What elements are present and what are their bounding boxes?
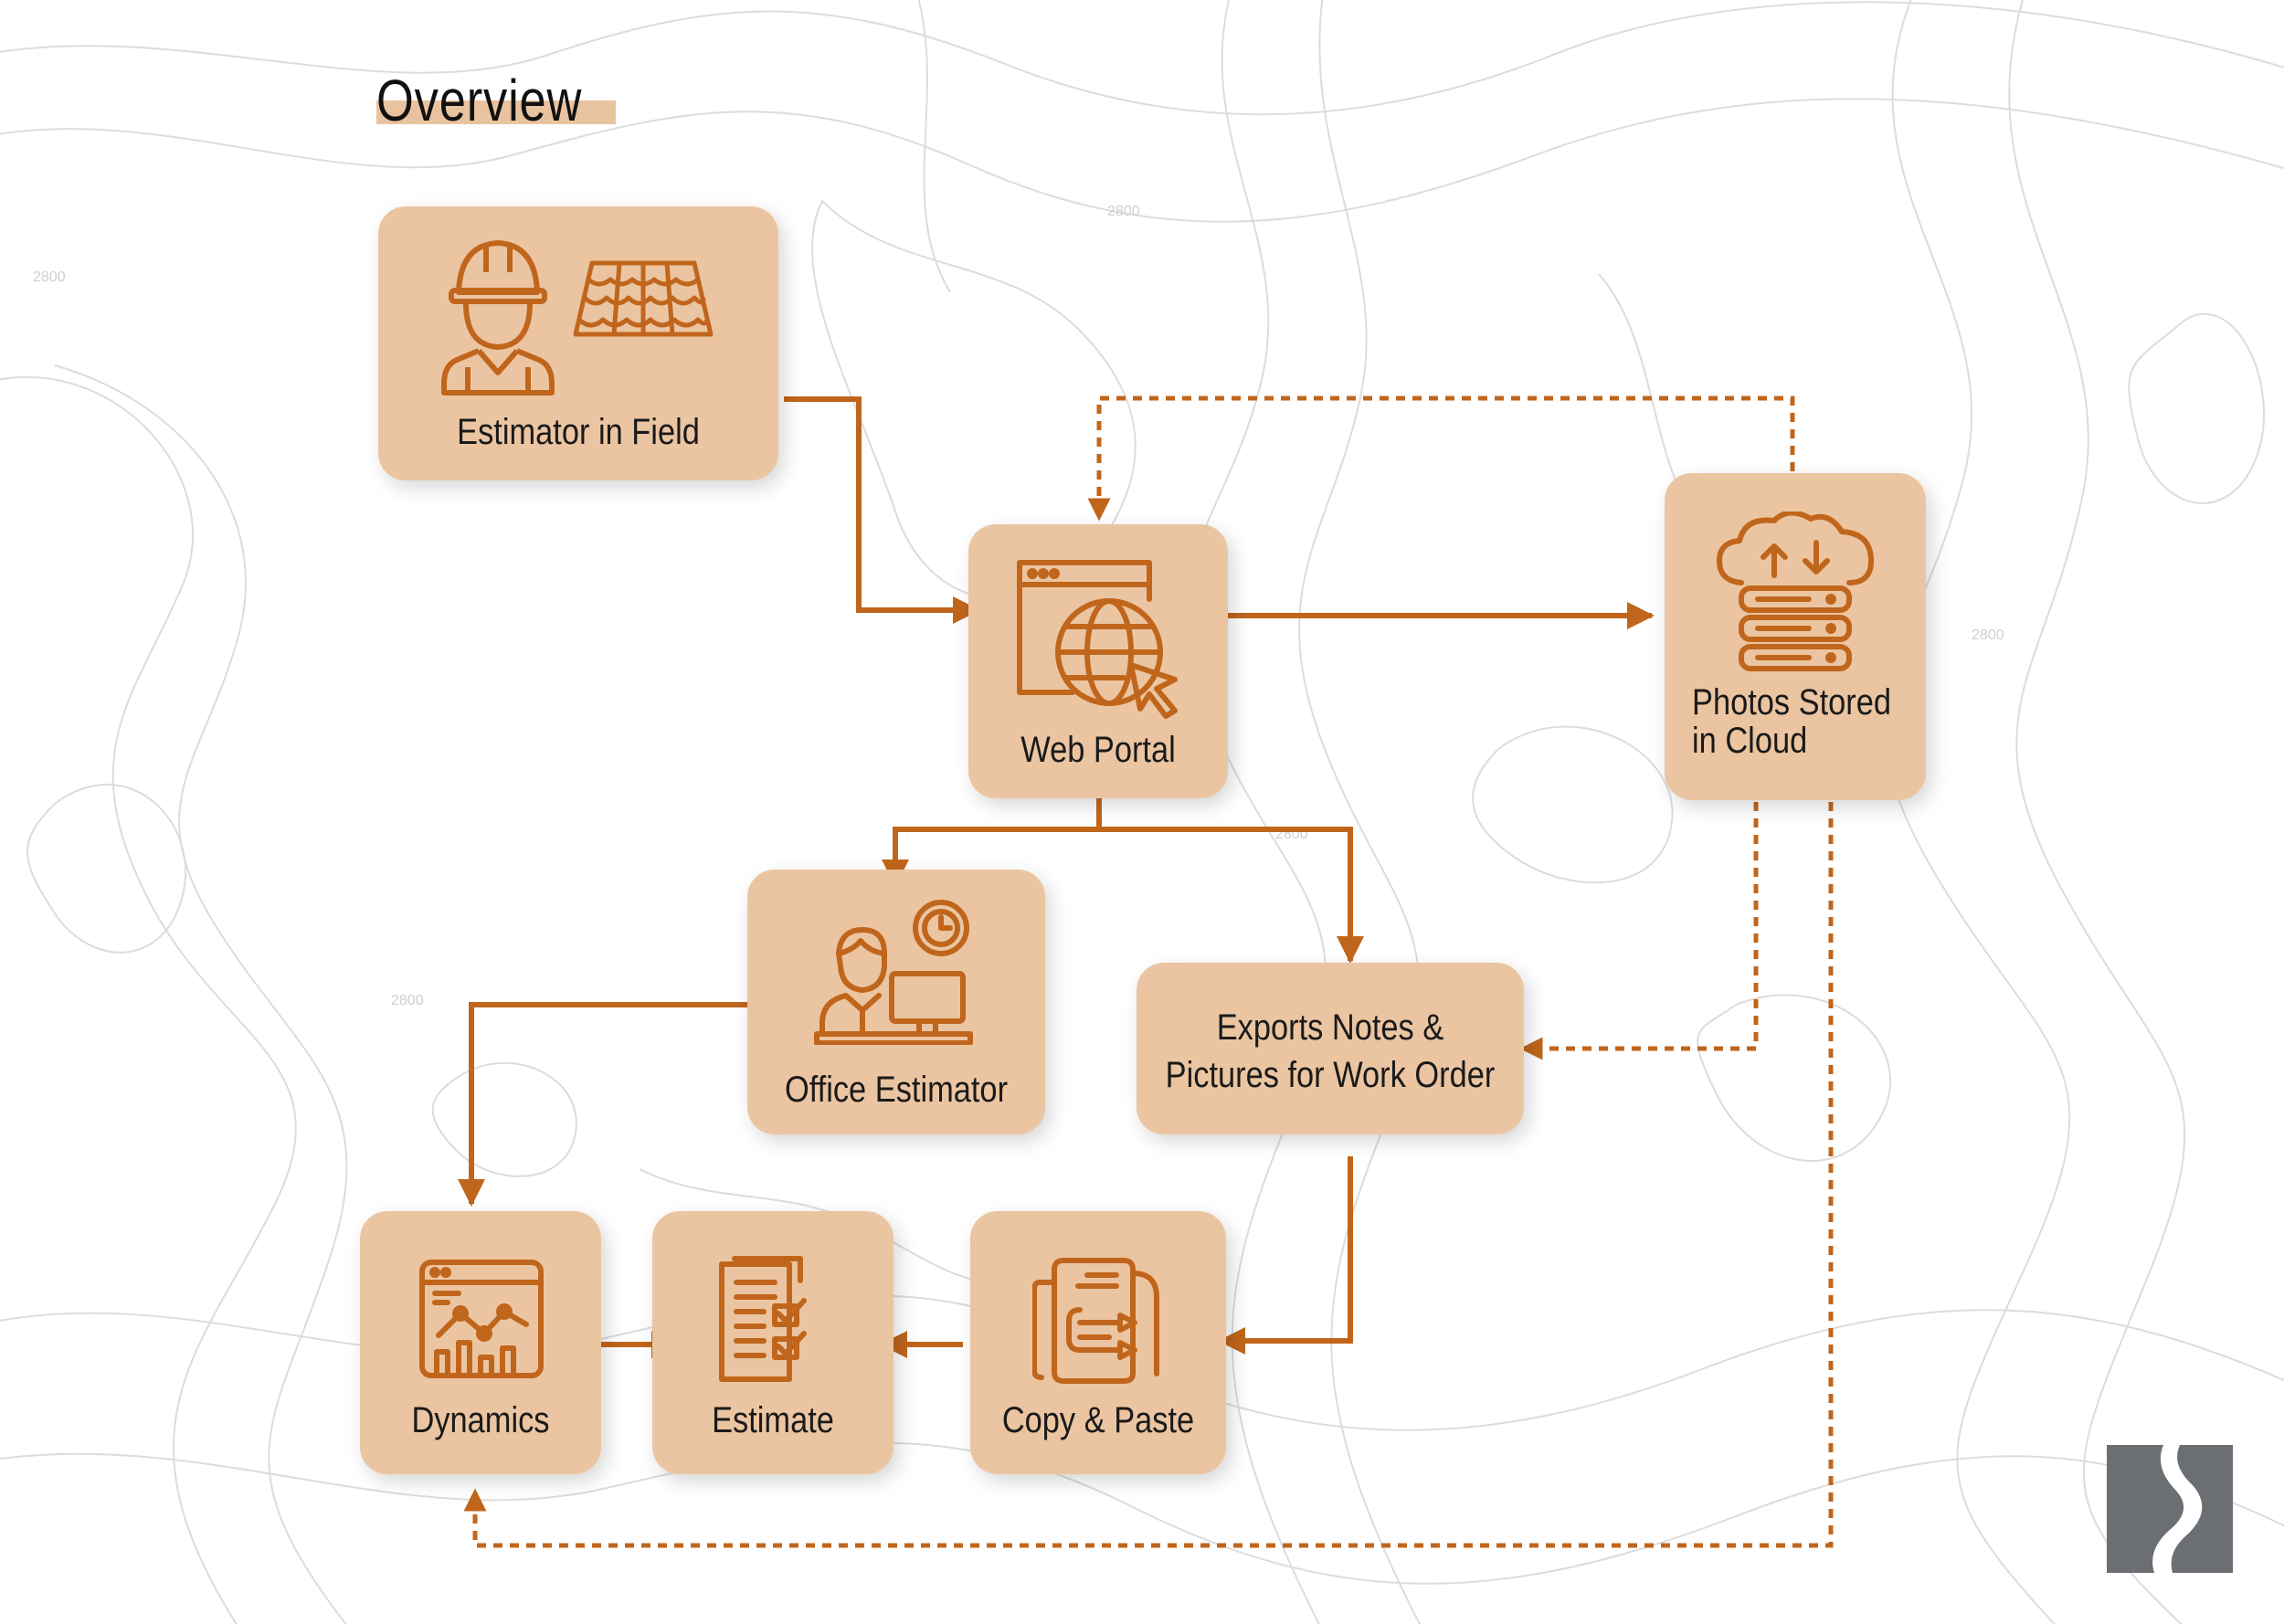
node-web-portal: Web Portal	[968, 524, 1228, 798]
arrow-portal-to-office	[882, 793, 1102, 887]
node-exports-notes-pictures: Exports Notes & Pictures for Work Order	[1137, 963, 1524, 1134]
arrow-exports-to-copy	[1218, 1156, 1353, 1355]
title-highlight	[376, 100, 616, 124]
node-office-estimator: Office Estimator	[747, 870, 1045, 1134]
node-estimator-in-field: Estimator in Field	[378, 206, 778, 480]
page-title: Overview	[376, 68, 583, 133]
arrow-office-to-dynamics	[458, 1002, 751, 1207]
road-logo-icon	[2107, 1445, 2233, 1573]
node-label: Estimate	[712, 1400, 834, 1440]
node-label: Web Portal	[1020, 730, 1176, 770]
contour-label: 2800	[1972, 627, 2004, 643]
arrow-field-to-portal	[784, 396, 980, 624]
node-label: Estimator in Field	[457, 412, 700, 452]
node-label: Copy & Paste	[1001, 1400, 1195, 1440]
node-photos-stored-in-cloud: Photos Stored in Cloud	[1665, 473, 1926, 800]
cloud-server-icon	[1717, 511, 1874, 671]
node-label-line1: Exports Notes &	[1216, 1007, 1444, 1048]
office-worker-clock-icon	[814, 900, 973, 1045]
arrow-portal-to-exports	[1099, 827, 1364, 964]
copy-documents-icon	[1032, 1258, 1159, 1384]
worker-hardhat-icon	[441, 240, 555, 395]
node-dynamics: Dynamics	[360, 1211, 601, 1474]
node-label: Office Estimator	[784, 1070, 1009, 1110]
roof-tiles-icon	[573, 260, 714, 337]
node-label-line2: in Cloud	[1692, 721, 1808, 761]
dashed-arrow-cloud-to-portal	[1087, 395, 1795, 522]
contour-label: 2800	[391, 993, 424, 1008]
node-label-line1: Photos Stored	[1692, 682, 1892, 722]
node-copy-paste: Copy & Paste	[970, 1211, 1226, 1474]
node-estimate: Estimate	[652, 1211, 894, 1474]
checklist-document-icon	[719, 1256, 807, 1382]
contour-label: 2800	[1107, 204, 1140, 219]
title-block: Overview	[376, 64, 628, 137]
dashed-arrow-cloud-to-exports	[1519, 802, 1759, 1060]
contour-label: 2800	[33, 269, 66, 285]
dashboard-chart-icon	[419, 1260, 544, 1378]
node-label-line2: Pictures for Work Order	[1165, 1055, 1496, 1095]
web-globe-cursor-icon	[1017, 560, 1178, 719]
dashed-arrow-cloud-to-dynamics	[463, 802, 1834, 1548]
node-label: Dynamics	[411, 1400, 550, 1440]
